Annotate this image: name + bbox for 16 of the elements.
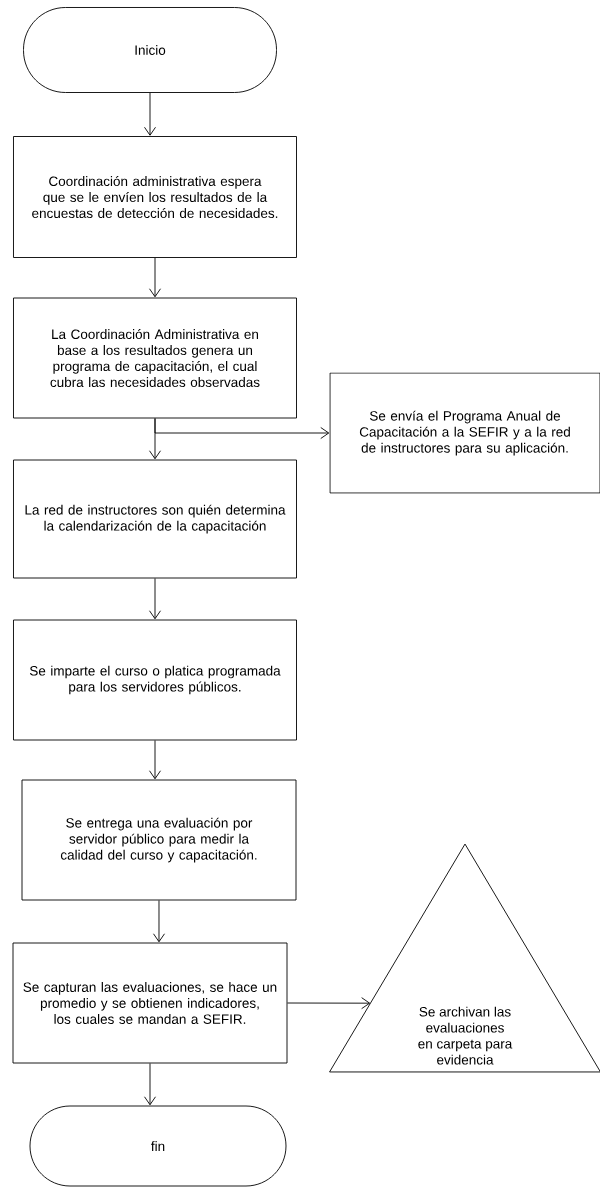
process-box: La Coordinación Administrativa en base a los resultados genera un programa de capacitación, el cual cubra las necesidades observadas bbox=[13, 297, 297, 419]
process-box: Se capturan las evaluaciones, se hace un promedio y se obtienen indicadores, los cuales se mandan a SEFIR. bbox=[12, 942, 288, 1064]
arrow bbox=[153, 900, 165, 943]
process-box: Se imparte el curso o platica programada para los servidores públicos. bbox=[13, 619, 297, 741]
arrow bbox=[144, 92, 156, 136]
process-box: Se entrega una evaluación por servidor público para medir la calidad del curso y capacitación. bbox=[21, 779, 297, 901]
arrow bbox=[287, 997, 371, 1010]
process-box: Se envía el Programa Anual de Capacitación a la SEFIR y a la red de instructores para su aplicación. bbox=[329, 372, 600, 494]
arrow bbox=[149, 740, 161, 780]
archive-triangle: Se archivan las evaluaciones en carpeta para evidencia bbox=[329, 843, 600, 1073]
arrow bbox=[154, 418, 330, 439]
process-box: La red de instructores son quién determina la calendarización de la capacitación bbox=[13, 459, 297, 579]
arrow bbox=[144, 1063, 156, 1106]
process-box: Coordinación administrativa espera que se le envíen los resultados de la encuestas de detección de necesidades. bbox=[13, 136, 297, 258]
arrow bbox=[149, 578, 161, 620]
arrow bbox=[149, 257, 161, 298]
